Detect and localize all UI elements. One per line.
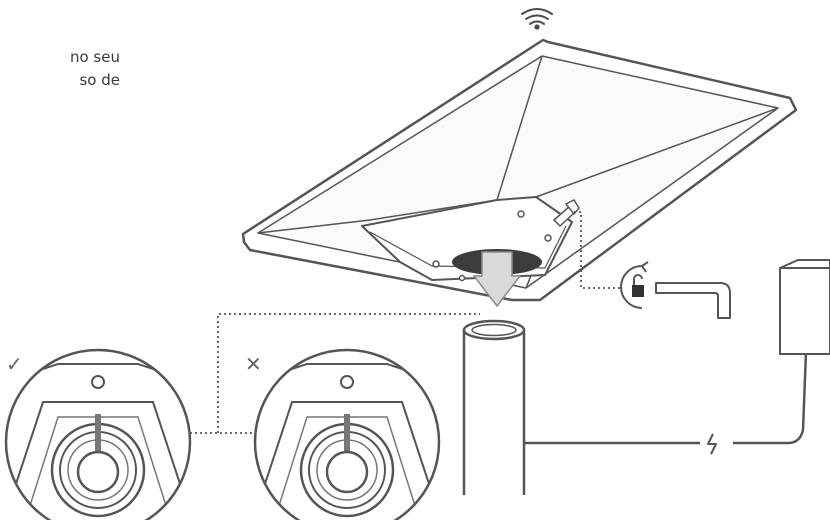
unlock-icon [620,261,649,309]
detail-incorrect [253,348,441,520]
incorrect-mark: ✕ [245,352,262,376]
instruction-line-2: so de [79,71,120,89]
power-bolt-icon [707,433,717,455]
instruction-text: no seu so de [0,46,120,92]
wifi-icon [521,8,553,30]
detail-correct [4,348,192,520]
power-cable [524,351,808,445]
mast-pole [462,319,526,495]
power-adapter-icon [779,259,830,355]
dish-antenna [241,38,798,302]
callout-lines [190,211,620,434]
instruction-line-1: no seu [69,48,120,66]
correct-mark: ✓ [6,352,23,376]
insert-arrow [472,251,522,308]
hex-key-icon [655,282,731,319]
